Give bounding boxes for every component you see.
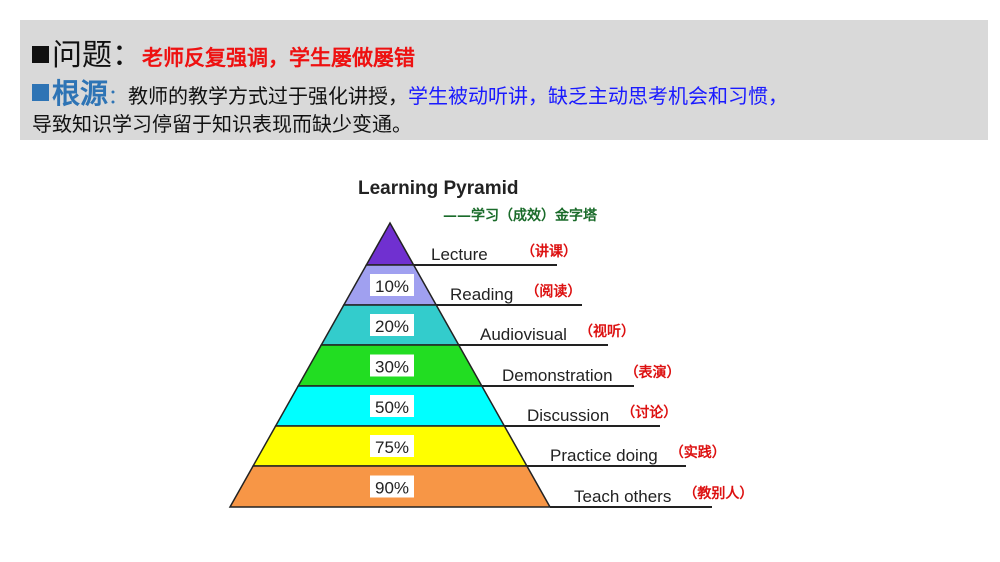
problem-line: 问题：老师反复强调，学生屡做屡错: [32, 30, 415, 74]
level-label-cn: （实践）: [670, 444, 726, 461]
percent-label: 50%: [375, 398, 409, 417]
percent-label: 30%: [375, 358, 409, 377]
level-label: Practice doing: [550, 446, 658, 465]
level-label-cn: （讨论）: [621, 404, 677, 421]
percent-box: [370, 435, 414, 457]
level-label-cn: （讲课）: [521, 243, 577, 260]
root-line: 根源：教师的教学方式过于强化讲授，学生被动听讲，缺乏主动思考机会和习惯，: [32, 72, 788, 112]
bullet-square-icon: [32, 84, 49, 101]
header-box: 问题：老师反复强调，学生屡做屡错 根源：教师的教学方式过于强化讲授，学生被动听讲…: [20, 20, 988, 140]
level-label: Lecture: [431, 245, 488, 264]
bullet-square-icon: [32, 46, 49, 63]
level-label-cn: （阅读）: [525, 283, 581, 300]
percent-box: [370, 274, 414, 296]
root-text-blue: 学生被动听讲，缺乏主动思考机会和习惯，: [408, 84, 789, 108]
percent-box: [370, 314, 414, 336]
problem-label: 问题：: [52, 38, 142, 73]
percent-label: 10%: [375, 277, 409, 296]
level-label-cn: （教别人）: [683, 485, 753, 502]
root-text-black: 教师的教学方式过于强化讲授，: [128, 84, 409, 108]
level-label: Discussion: [527, 406, 609, 425]
pyramid-subtitle: ——学习（成效）金字塔: [443, 207, 598, 224]
percent-box: [370, 354, 414, 377]
level-label: Audiovisual: [480, 325, 567, 344]
pyramid-level: [365, 221, 415, 266]
percent-label: 20%: [375, 317, 409, 336]
level-label: Reading: [450, 285, 513, 304]
level-label: Demonstration: [502, 366, 613, 385]
root-colon: ：: [108, 84, 129, 108]
percent-label: 90%: [375, 479, 409, 498]
root-label: 根源: [52, 77, 109, 110]
percent-box: [370, 395, 414, 417]
level-label-cn: （表演）: [625, 364, 681, 381]
root-text-line2: 导致知识学习停留于知识表现而缺少变通。: [32, 112, 412, 136]
percent-label: 75%: [375, 438, 409, 457]
percent-box: [370, 475, 414, 498]
level-label-cn: （视听）: [579, 323, 635, 340]
problem-text: 老师反复强调，学生屡做屡错: [142, 46, 415, 70]
pyramid-title: Learning Pyramid: [358, 178, 519, 199]
level-label: Teach others: [574, 487, 671, 506]
